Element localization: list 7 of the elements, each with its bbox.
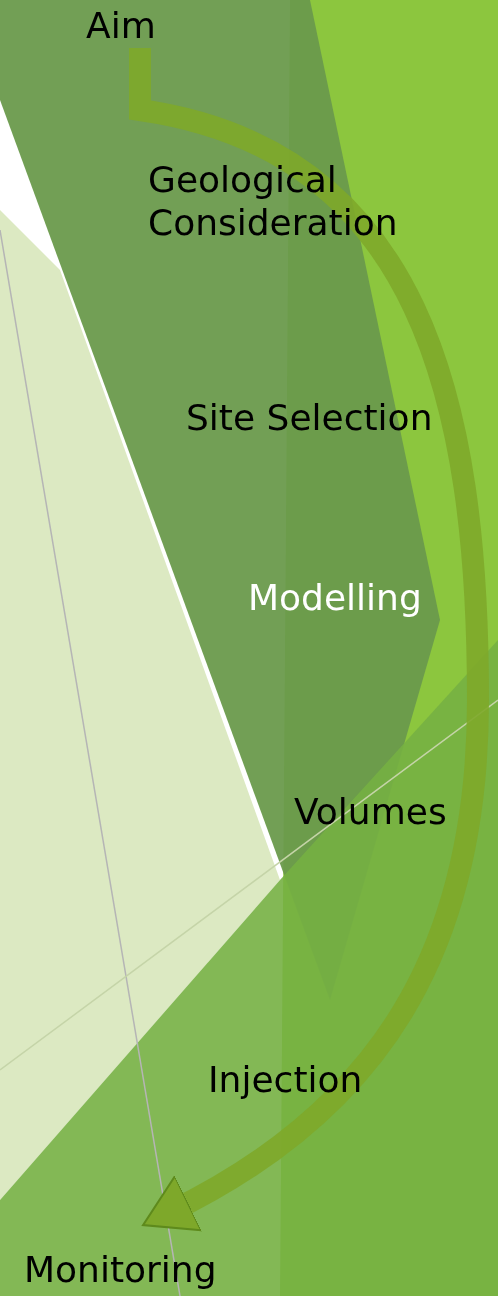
step-text: Monitoring	[24, 1248, 217, 1292]
step-label: Modelling	[248, 576, 422, 620]
curved-arrow	[129, 48, 489, 1231]
step-label: Geological Consideration	[148, 158, 399, 245]
step-text: Aim	[86, 4, 156, 48]
step-label: Site Selection	[186, 396, 433, 440]
step-label: Injection	[208, 1058, 363, 1102]
